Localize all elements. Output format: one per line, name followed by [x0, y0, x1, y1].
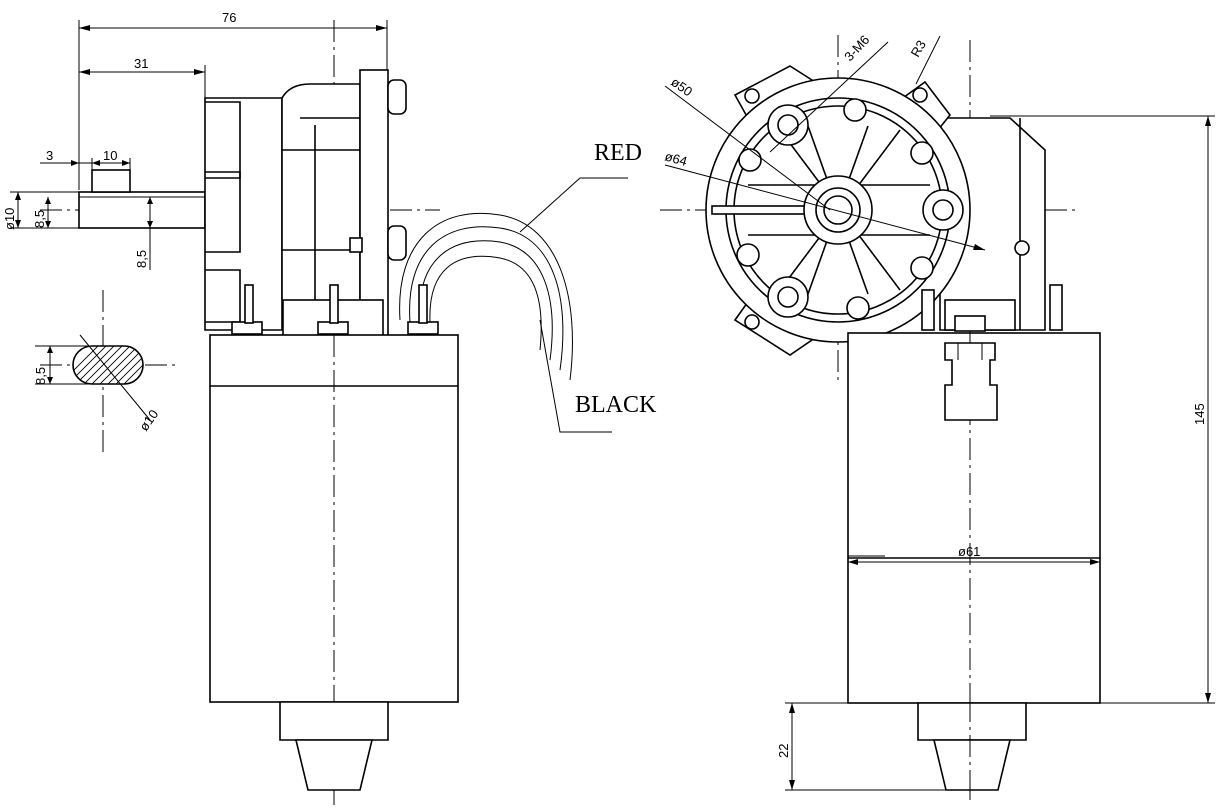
dim-height: 145: [1192, 403, 1207, 425]
dim-overall-length: 76: [222, 10, 236, 25]
front-view: [660, 35, 1215, 800]
dim-shaft-offset: 3: [46, 148, 53, 163]
output-shaft: [78, 169, 206, 229]
motor-wires: [399, 212, 573, 381]
dimension-lines: [10, 20, 388, 270]
dim-flange-diameter: ø64: [663, 148, 689, 169]
dim-section-diameter: ø10: [136, 407, 161, 434]
dim-flat-width: 8,5: [32, 210, 47, 228]
dim-flat-width-right: 8,5: [134, 250, 149, 268]
dim-end-length: 22: [776, 744, 791, 758]
black-wire-label: BLACK: [575, 392, 657, 418]
terminals: [231, 284, 439, 335]
red-wire-label: RED: [594, 140, 642, 166]
dim-thread: 3-M6: [841, 32, 872, 64]
dim-shaft-diameter: ø10: [2, 208, 17, 230]
motor-body: [209, 334, 459, 703]
dim-shaft-length: 31: [134, 56, 148, 71]
flange: [705, 77, 971, 343]
dim-section-flat: 8,5: [33, 367, 48, 385]
shaft-section: [35, 290, 175, 455]
side-view: 76 31 3 10 ø10 8,5 8,5: [2, 10, 657, 805]
dim-motor-diameter: ø61: [958, 544, 980, 559]
gearbox-housing: [204, 69, 407, 337]
end-cap: [279, 701, 389, 791]
dim-radius: R3: [908, 38, 929, 60]
dim-bolt-circle: ø50: [668, 74, 695, 99]
shaft-key: [91, 169, 131, 193]
dim-key-length: 10: [103, 148, 117, 163]
